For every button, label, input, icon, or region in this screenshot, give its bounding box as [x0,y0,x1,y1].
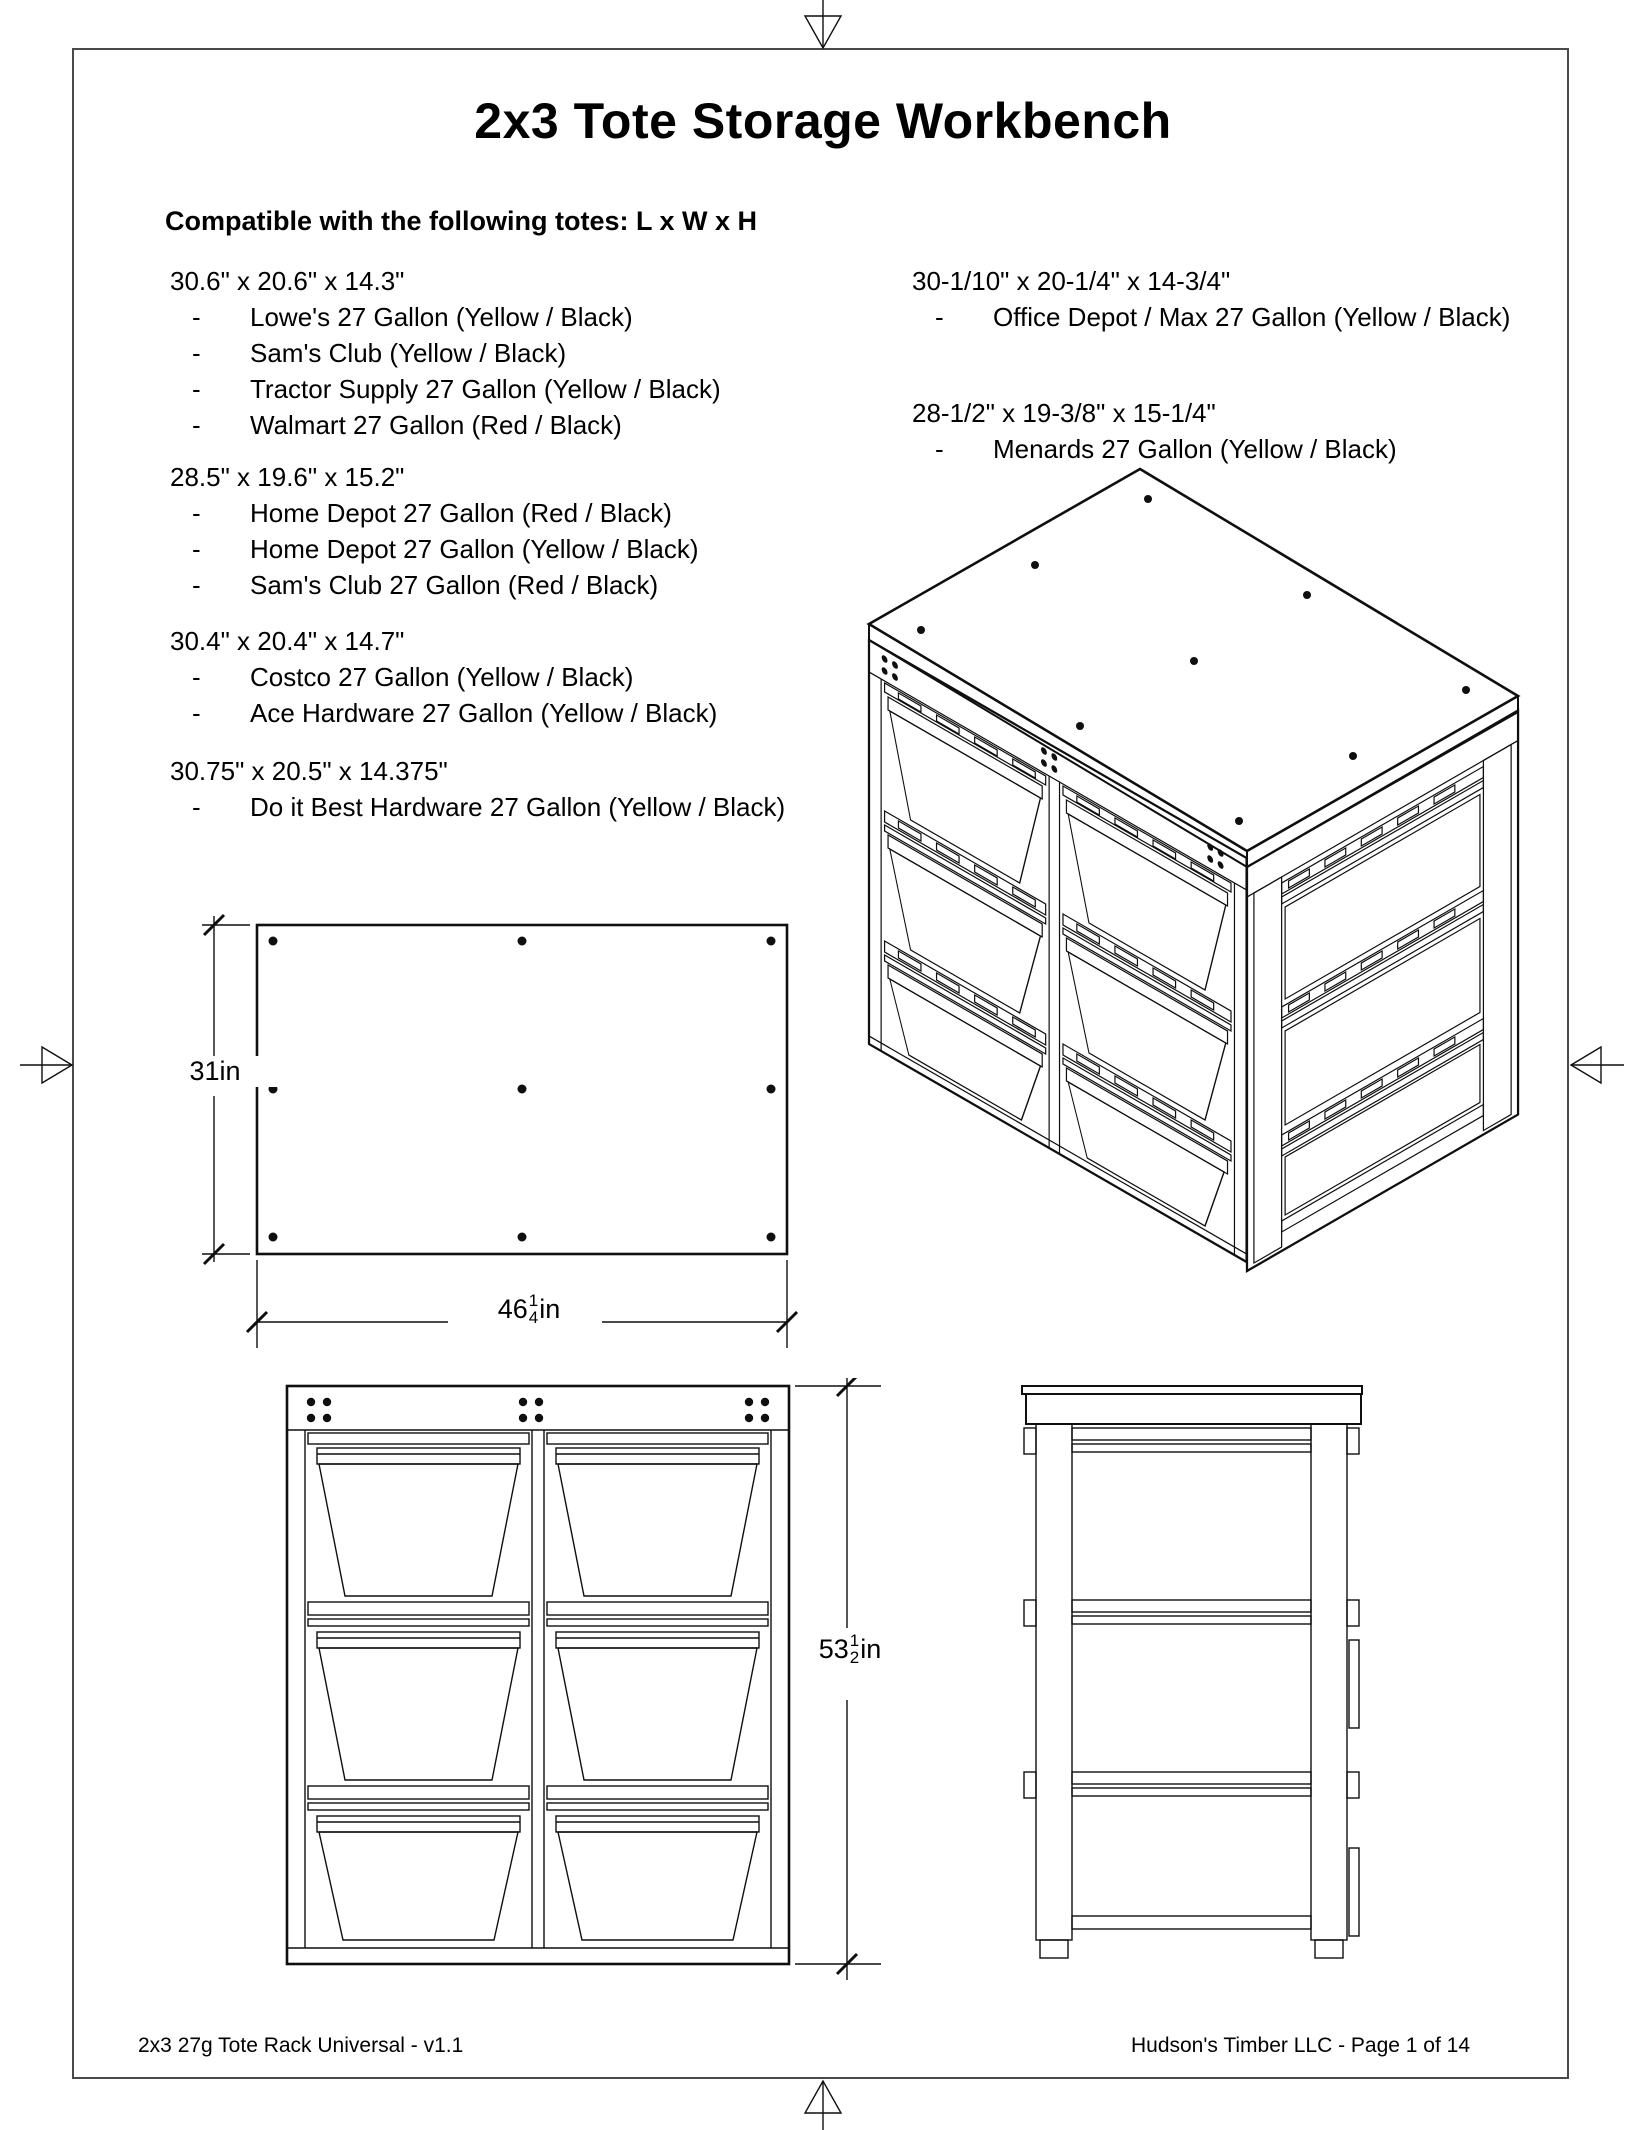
front-totes-left [307,1432,530,1941]
tote-size: 30.75" x 20.5" x 14.375" [170,756,448,786]
screw-dots-top [917,495,1470,825]
side-view [1021,1385,1363,1959]
tote-item: -Home Depot 27 Gallon (Yellow / Black) [192,534,699,564]
tote-item: -Menards 27 Gallon (Yellow / Black) [935,434,1397,464]
tote-item: -Tractor Supply 27 Gallon (Yellow / Blac… [192,374,721,404]
tote-size: 30.6" x 20.6" x 14.3" [170,266,405,296]
screw-dots-top-view [268,936,776,1242]
top-view [202,913,799,1348]
tote-size: 28-1/2" x 19-3/8" x 15-1/4" [912,398,1216,428]
page-title: 2x3 Tote Storage Workbench [474,93,1172,149]
front-view [285,1378,881,1980]
front-frame [285,1384,791,1966]
compat-heading: Compatible with the following totes: L x… [165,206,757,236]
screw-dots-front-band [881,655,1224,869]
tote-item: -Sam's Club (Yellow / Black) [192,338,567,368]
tote-item: -Walmart 27 Gallon (Red / Black) [192,410,622,440]
height-dimension [795,1378,881,1980]
page-border [72,48,1569,2079]
side-tabs [1023,1427,1360,1937]
side-legs [1035,1423,1348,1959]
side-rails [1071,1427,1312,1930]
tote-item: -Costco 27 Gallon (Yellow / Black) [192,662,634,692]
footer-document-name: 2x3 27g Tote Rack Universal - v1.1 [138,2034,464,2057]
tote-item: -Sam's Club 27 Gallon (Red / Black) [192,570,659,600]
tote-item: -Home Depot 27 Gallon (Red / Black) [192,498,672,528]
screw-dots-front [306,1397,770,1423]
worktop-slab [866,467,1521,868]
tote-size: 30-1/10" x 20-1/4" x 14-3/4" [912,266,1231,296]
front-totes-right [546,1432,769,1941]
footer-company-page: Hudson's Timber LLC - Page 1 of 14 [1130,2034,1470,2057]
iso-side-face [1245,708,1520,1273]
width-dimension [245,1260,799,1348]
isometric-view [866,467,1521,1273]
depth-dimension [202,913,250,1266]
tote-item: -Lowe's 27 Gallon (Yellow / Black) [192,302,633,332]
tote-size: 28.5" x 19.6" x 15.2" [170,462,405,492]
tote-size: 30.4" x 20.4" x 14.7" [170,626,405,656]
iso-front-face [867,638,1248,1264]
tote-item: -Ace Hardware 27 Gallon (Yellow / Black) [192,698,718,728]
worktop-outline [255,923,789,1256]
tote-item: -Do it Best Hardware 27 Gallon (Yellow /… [192,792,786,822]
tote-item: -Office Depot / Max 27 Gallon (Yellow / … [935,302,1511,332]
